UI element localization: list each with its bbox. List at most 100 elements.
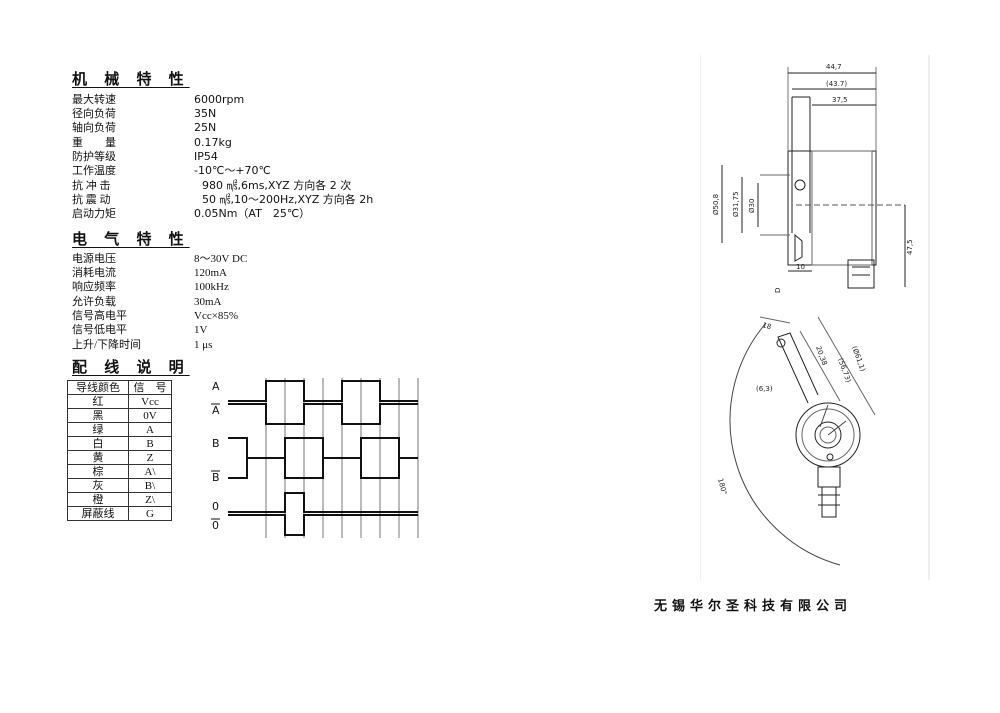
wire-signal: Z — [128, 450, 172, 465]
spec-value: 1 μs — [194, 339, 213, 351]
wire-color: 棕 — [67, 464, 129, 479]
spec-key: 轴向负荷 — [72, 122, 116, 134]
dim-bolt-circle: (Ø61,1) — [850, 345, 867, 373]
dim-arm-width: 18 — [761, 321, 772, 331]
spec-key: 防护等级 — [72, 151, 116, 163]
spec-value: 30mA — [194, 296, 222, 308]
dim-ref-length: (43.7) — [826, 80, 847, 88]
company-name: 无锡华尔圣科技有限公司 — [654, 599, 853, 614]
wire-signal: B — [128, 436, 172, 451]
spec-key: 消耗电流 — [72, 267, 116, 279]
wire-signal: A\ — [128, 464, 172, 479]
spec-value: 8～30V DC — [194, 253, 248, 265]
dim-angle: 180° — [716, 477, 728, 495]
spec-key: 响应频率 — [72, 281, 116, 293]
wiring-title: 配 线 说 明 — [72, 358, 190, 376]
tether-arm-front — [777, 332, 819, 404]
timing-label-a: A — [212, 380, 220, 393]
spec-value: 6000rpm — [194, 93, 245, 106]
spec-key: 电源电压 — [72, 253, 116, 265]
spec-key: 启动力矩 — [72, 208, 116, 220]
table-header-row: 导线颜色 信 号 — [67, 380, 172, 395]
radius-arc — [729, 322, 841, 566]
spec-key: 抗 震 动 — [72, 194, 111, 206]
spec-value: 50 ㎨,10～200Hz,XYZ 方向各 2h — [202, 193, 374, 206]
wire-color: 灰 — [67, 478, 129, 493]
spec-value: Vcc×85% — [194, 310, 239, 322]
dim-overall-length: 44,7 — [826, 63, 842, 71]
spec-value: 120mA — [194, 267, 227, 279]
spec-value: 35N — [194, 107, 217, 120]
cable-gland-front — [817, 466, 841, 488]
spec-value: IP54 — [194, 150, 218, 163]
spec-key: 径向负荷 — [72, 108, 116, 120]
cable-gland-side — [847, 259, 875, 289]
wire-color: 黑 — [67, 408, 129, 423]
timing-label-a-inverted: A — [212, 404, 220, 417]
dim-slot-width: (6,3) — [756, 385, 773, 393]
wire-signal: A — [128, 422, 172, 437]
waveform-z-inverted — [228, 514, 418, 536]
wire-signal: Z\ — [128, 492, 172, 507]
spec-key: 工作温度 — [72, 165, 116, 177]
spec-value: 980 ㎨,6ms,XYZ 方向各 2 次 — [202, 179, 352, 192]
spec-key: 信号高电平 — [72, 310, 127, 322]
spec-value: 0.17kg — [194, 136, 232, 149]
wire-color: 红 — [67, 394, 129, 409]
wire-signal: Vcc — [128, 394, 172, 409]
spec-value: 25N — [194, 121, 217, 134]
electrical-title: 电 气 特 性 — [72, 230, 190, 248]
encoder-dimension-drawing: 44,7 (43.7) 37,5 Ø50,8 Ø31,75 Ø30 10 47,… — [700, 55, 930, 580]
wire-color: 白 — [67, 436, 129, 451]
spec-value: 0.05Nm（AT 25℃） — [194, 207, 311, 220]
dim-diameter-inner: Ø30 — [748, 199, 756, 213]
header-signal: 信 号 — [128, 380, 172, 395]
waveform-a-inverted — [228, 403, 418, 425]
timing-label-b-inverted: B — [212, 471, 220, 484]
encoder-body-front — [795, 402, 861, 468]
dim-slot: 20,38 — [814, 345, 828, 367]
hollow-shaft — [814, 421, 842, 449]
dim-height: 47,5 — [906, 239, 914, 255]
waveform-a — [228, 380, 418, 402]
mount-screw — [794, 179, 806, 191]
wire-signal: B\ — [128, 478, 172, 493]
encoder-body-side — [787, 150, 877, 266]
signal-timing-diagram: A A B B 0 0 — [211, 378, 419, 538]
dim-d: D — [774, 288, 782, 293]
wire-color: 绿 — [67, 422, 129, 437]
dim-body-length: 37,5 — [832, 96, 848, 104]
spec-value: 1V — [194, 324, 208, 336]
wire-signal: G — [128, 506, 172, 521]
dim-diameter-outer: Ø50,8 — [712, 194, 720, 215]
dim-diameter-mid: Ø31,75 — [732, 191, 740, 217]
timing-label-b: B — [212, 437, 220, 450]
wire-signal: 0V — [128, 408, 172, 423]
spec-key: 信号低电平 — [72, 324, 127, 336]
mechanical-title: 机 械 特 性 — [72, 70, 190, 88]
spec-value: -10℃～+70℃ — [194, 164, 271, 177]
header-wire-color: 导线颜色 — [67, 380, 129, 395]
dim-arm-length: (56,73) — [836, 357, 852, 384]
timing-label-z-inverted: 0 — [212, 519, 219, 532]
tether-arm — [791, 96, 811, 233]
spec-key: 允许负载 — [72, 296, 116, 308]
wire-color: 橙 — [67, 492, 129, 507]
wire-color: 黄 — [67, 450, 129, 465]
spec-key: 抗 冲 击 — [72, 180, 111, 192]
timing-label-z: 0 — [212, 500, 219, 513]
waveform-b — [228, 437, 418, 459]
spec-key: 重 量 — [72, 137, 116, 149]
spec-value: 100kHz — [194, 281, 229, 293]
waveform-b-inverted — [228, 457, 418, 479]
